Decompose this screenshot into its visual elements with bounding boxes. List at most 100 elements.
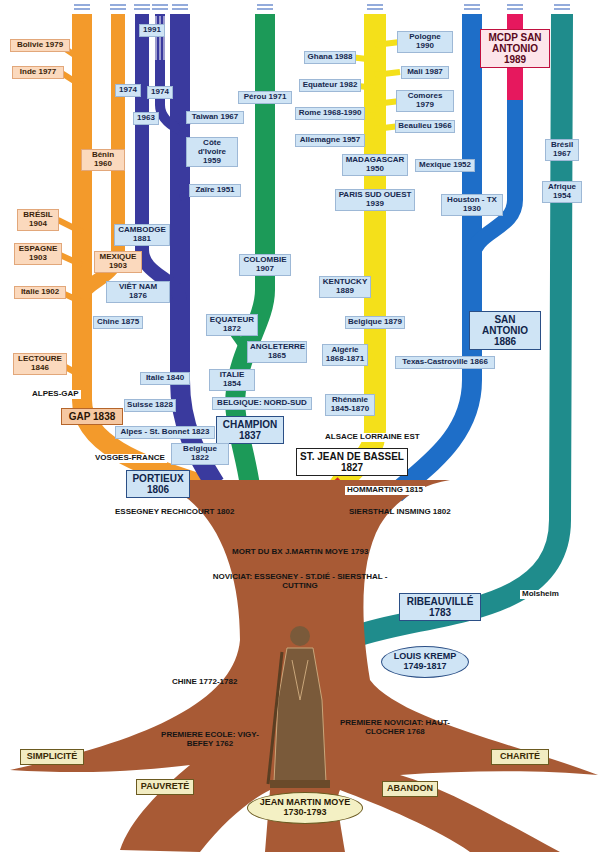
country-tag: EQUATEUR 1872	[206, 314, 258, 336]
node-text: CHAMPION 1837	[220, 419, 280, 441]
tip-mark	[367, 4, 383, 6]
node-text: Zaïre 1951	[192, 186, 238, 195]
node-text: MEXIQUE 1903	[97, 253, 139, 271]
country-tag: Suisse 1828	[124, 399, 176, 412]
node-text: RIBEAUVILLÉ 1783	[403, 596, 477, 618]
foundation-box: PORTIEUX 1806	[126, 470, 190, 498]
node-text: GAP 1838	[65, 411, 119, 422]
country-tag: Mali 1987	[401, 66, 449, 79]
founder-oval: JEAN MARTIN MOYE 1730-1793	[247, 792, 363, 824]
node-text: Allemagne 1957	[298, 136, 362, 145]
node-text: SIMPLICITÉ	[24, 752, 80, 762]
place-label: MORT DU BX J.MARTIN MOYE 1793	[232, 548, 368, 557]
person-oval: LOUIS KREMP 1749-1817	[381, 646, 469, 678]
node-text: LOUIS KREMP 1749-1817	[392, 652, 458, 672]
place-label: VOSGES-FRANCE	[93, 454, 167, 463]
node-text: 1974	[118, 86, 138, 95]
place-label: SIERSTHAL INSMING 1802	[349, 508, 451, 517]
country-tag: BRÉSIL 1904	[17, 209, 59, 231]
node-text: Mexique 1952	[418, 161, 472, 170]
tip-mark	[110, 4, 126, 6]
place-label: PREMIERE NOVICIAT: HAUT-CLOCHER 1768	[335, 719, 455, 737]
node-text: VIÊT NAM 1876	[109, 283, 167, 301]
node-text: LECTOURE 1846	[16, 355, 64, 373]
country-tag: Texas-Castroville 1866	[395, 356, 495, 369]
country-tag: Beaulieu 1966	[395, 120, 455, 133]
node-text: Italie 1902	[17, 288, 63, 297]
country-tag: Inde 1977	[12, 66, 64, 79]
node-text: Alpes - St. Bonnet 1823	[118, 428, 212, 437]
node-text: Mali 1987	[404, 68, 446, 77]
country-tag: Houston - TX 1930	[441, 194, 503, 216]
country-tag: Bolivie 1979	[10, 39, 70, 52]
tip-mark	[134, 8, 150, 10]
node-text: JEAN MARTIN MOYE 1730-1793	[258, 798, 352, 818]
node-text: 1974	[150, 88, 170, 97]
place-label: ALSACE LORRAINE EST	[323, 433, 422, 442]
branch-stripes	[156, 16, 164, 60]
foundation-box: ST. JEAN DE BASSEL 1827	[296, 448, 408, 476]
country-tag: Brésil 1967	[545, 139, 579, 161]
node-text: Equateur 1982	[302, 81, 358, 90]
node-text: Côte d'Ivoire 1959	[189, 139, 235, 165]
node-text: Inde 1977	[15, 68, 61, 77]
place-label: ESSEGNEY RECHICOURT 1802	[115, 508, 234, 517]
country-tag: Allemagne 1957	[295, 134, 365, 147]
root-virtue: CHARITÉ	[491, 749, 549, 765]
node-text: COLOMBIE 1907	[242, 256, 288, 274]
country-tag: ANGLETERRE 1865	[247, 341, 307, 363]
tip-mark	[172, 4, 188, 6]
place-label: NOVICIAT: ESSEGNEY - ST.DIÉ - SIERSTHAL …	[200, 573, 400, 591]
tip-mark	[134, 4, 150, 6]
country-tag: Comores 1979	[396, 90, 454, 112]
tip-mark	[464, 8, 480, 10]
country-tag: Belgique 1822	[171, 443, 229, 465]
place-label: Molsheim	[520, 590, 561, 599]
tip-mark	[110, 8, 126, 10]
node-text: ESPAGNE 1903	[17, 245, 59, 263]
blue-violet-branch	[180, 14, 215, 484]
node-text: Belgique 1822	[174, 445, 226, 463]
node-text: Beaulieu 1966	[398, 122, 452, 131]
country-tag: Pérou 1971	[238, 91, 292, 104]
trunk-and-roots	[10, 480, 598, 852]
node-text: PAUVRETÉ	[140, 782, 190, 792]
tip-mark	[367, 8, 383, 10]
node-text: ABANDON	[386, 784, 434, 794]
node-text: Taiwan 1967	[189, 113, 241, 122]
country-tag: ITALIE 1854	[209, 369, 255, 391]
node-text: 1991	[142, 26, 162, 35]
node-text: ST. JEAN DE BASSEL 1827	[300, 451, 404, 473]
node-text: Algérie 1868-1871	[325, 346, 365, 364]
node-text: ANGLETERRE 1865	[250, 343, 304, 361]
tip-mark	[257, 8, 273, 10]
foundation-box: RIBEAUVILLÉ 1783	[399, 593, 481, 621]
country-tag: Ghana 1988	[304, 51, 356, 64]
node-text: PARIS SUD OUEST 1939	[338, 191, 412, 209]
tip-mark	[554, 8, 570, 10]
node-text: SAN ANTONIO 1886	[473, 314, 537, 347]
node-text: Brésil 1967	[548, 141, 576, 159]
node-text: ITALIE 1854	[212, 371, 252, 389]
country-tag: Italie 1840	[140, 372, 190, 385]
country-tag: Afrique 1954	[542, 181, 582, 203]
country-tag: CAMBODGE 1881	[114, 224, 170, 246]
country-tag: 1974	[147, 86, 173, 99]
country-tag: Côte d'Ivoire 1959	[186, 137, 238, 167]
tip-marks	[74, 5, 570, 9]
founder-statue	[268, 626, 330, 788]
tip-mark	[554, 4, 570, 6]
tip-mark	[152, 8, 168, 10]
country-tag: 1963	[133, 112, 159, 125]
place-label: HOMMARTING 1815	[345, 486, 425, 495]
node-text: PORTIEUX 1806	[130, 473, 186, 495]
node-text: Pologne 1990	[400, 33, 450, 51]
country-tag: Bénin 1960	[81, 149, 125, 171]
node-text: BELGIQUE: NORD-SUD	[215, 399, 309, 408]
foundation-box: SAN ANTONIO 1886	[469, 311, 541, 350]
node-text: 1963	[136, 114, 156, 123]
country-tag: 1991	[139, 24, 165, 37]
country-tag: Mexique 1952	[415, 159, 475, 172]
node-text: Afrique 1954	[545, 183, 579, 201]
country-tag: KENTUCKY 1889	[319, 276, 371, 298]
